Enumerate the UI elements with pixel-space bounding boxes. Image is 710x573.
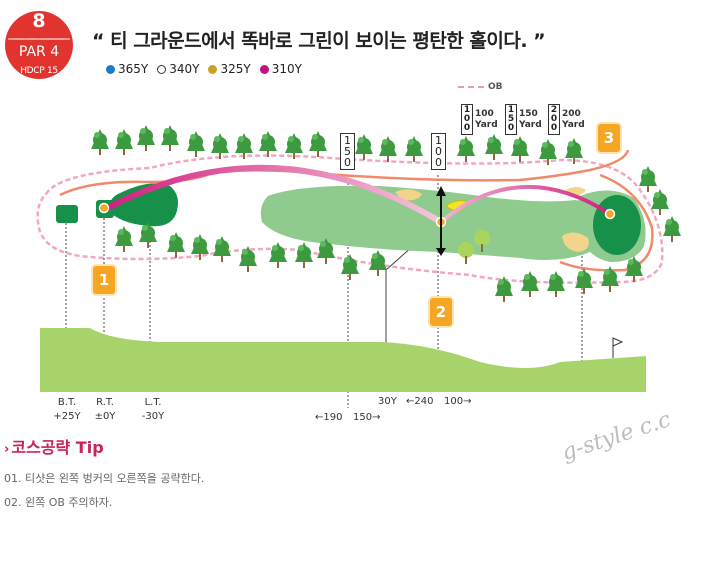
yard-digit: 1 — [463, 105, 471, 115]
sign-digit: 5 — [344, 145, 351, 158]
legend-item: 365Y — [106, 62, 148, 76]
legend-dot-icon — [259, 64, 269, 74]
legend-item: 340Y — [157, 62, 199, 76]
tee-offset: ±0Y — [94, 411, 116, 422]
ob-boundary — [36, 154, 664, 284]
tee-name: R.T. — [96, 397, 114, 408]
distance-label: ←190 — [315, 412, 343, 423]
legend-label: 325Y — [220, 62, 251, 76]
fairway-tee-area — [110, 183, 178, 227]
hole-hdcp: HDCP 15 — [20, 66, 58, 76]
pin-point — [604, 208, 616, 220]
yard-digit: 0 — [463, 114, 471, 124]
distance-label: 30Y — [378, 396, 397, 407]
yard-number: 200 — [562, 108, 581, 119]
yard-digit: 2 — [550, 105, 558, 115]
legend-dot-icon — [208, 64, 218, 74]
fairway-main — [260, 185, 611, 260]
yard-sign-icon: 1 5 0 — [505, 104, 517, 135]
yard-digit: 0 — [550, 123, 558, 133]
sign-digit: 0 — [435, 145, 442, 158]
yard-key-100: 1 0 0 100 Yard — [461, 104, 498, 135]
light-trees — [458, 230, 490, 264]
yard-unit: Yard — [562, 119, 585, 130]
tee-box-back — [56, 205, 78, 223]
sign-digit: 1 — [435, 134, 442, 147]
distance-label: ←240 — [406, 396, 434, 407]
yard-key-label: 200 Yard — [562, 109, 585, 131]
yard-key-label: 150 Yard — [519, 109, 542, 131]
shot-trajectory-2 — [439, 184, 612, 224]
tip-item: 01. 티샷은 왼쪽 벙커의 오른쪽을 공략한다. — [4, 472, 205, 485]
green — [593, 195, 641, 255]
flag-icon — [612, 337, 624, 358]
sign-digit: 0 — [344, 156, 351, 169]
shot-marker-3[interactable]: 3 — [598, 124, 620, 152]
tee-legend: 365Y 340Y 325Y 310Y — [106, 62, 302, 76]
shot-marker-1[interactable]: 1 — [93, 266, 115, 294]
legend-item: 310Y — [259, 62, 302, 76]
distance-label: 150→ — [353, 412, 381, 423]
yard-unit: Yard — [519, 119, 542, 130]
yard-digit: 0 — [507, 123, 515, 133]
distance-sign-150: 1 5 0 — [340, 133, 355, 170]
legend-label: 365Y — [118, 62, 149, 76]
yard-unit: Yard — [475, 119, 498, 130]
ob-dash-icon — [458, 86, 484, 88]
legend-item: 325Y — [208, 62, 251, 76]
tee-label-regular: R.T. ±0Y — [90, 396, 120, 424]
legend-label: 310Y — [271, 62, 302, 76]
shot-marker-2[interactable]: 2 — [430, 298, 452, 326]
yard-sign-icon: 2 0 0 — [548, 104, 560, 135]
direction-arrow-icon — [436, 186, 446, 256]
legend-dot-icon — [106, 64, 115, 74]
distance-label: 100→ — [444, 396, 472, 407]
tips-title: ›코스공략 Tip — [4, 434, 104, 458]
legend-dot-icon — [157, 64, 167, 74]
yard-digit: 5 — [507, 114, 515, 124]
tee-offset: +25Y — [53, 411, 81, 422]
tee-label-ladies: L.T. -30Y — [138, 396, 168, 424]
yard-digit: 0 — [463, 123, 471, 133]
bunker — [395, 189, 422, 201]
legend-label: 340Y — [169, 62, 200, 76]
yard-digit: 1 — [507, 105, 515, 115]
bunker — [562, 232, 589, 252]
ob-legend: OB — [458, 82, 503, 92]
hole-badge — [5, 11, 73, 79]
yard-key-150: 1 5 0 150 Yard — [505, 104, 542, 135]
yard-number: 150 — [519, 108, 538, 119]
tips-title-text: 코스공략 Tip — [11, 438, 104, 457]
yard-key-200: 2 0 0 200 Yard — [548, 104, 585, 135]
ob-legend-label: OB — [488, 82, 503, 92]
sign-digit: 0 — [435, 156, 442, 169]
sign-digit: 1 — [344, 134, 351, 147]
hole-par: PAR 4 — [18, 44, 60, 60]
distance-sign-100: 1 0 0 — [431, 133, 446, 170]
chevron-right-icon: › — [4, 442, 10, 457]
tee-offset: -30Y — [141, 411, 165, 422]
tee-name: B.T. — [57, 397, 77, 408]
shot-trajectory-1 — [101, 164, 444, 225]
yard-number: 100 — [475, 108, 494, 119]
tee-label-back: B.T. +25Y — [52, 396, 82, 424]
tip-item: 02. 왼쪽 OB 주의하자. — [4, 496, 113, 509]
yard-digit: 0 — [550, 114, 558, 124]
yard-sign-icon: 1 0 0 — [461, 104, 473, 135]
hole-number: 8 — [32, 10, 46, 32]
hole-description: “ 티 그라운드에서 똑바로 그린이 보이는 평탄한 홀이다. ” — [92, 30, 546, 52]
tee-name: L.T. — [144, 397, 162, 408]
yard-key-label: 100 Yard — [475, 109, 498, 131]
tee-point — [98, 202, 110, 214]
elevation-profile — [40, 328, 646, 392]
